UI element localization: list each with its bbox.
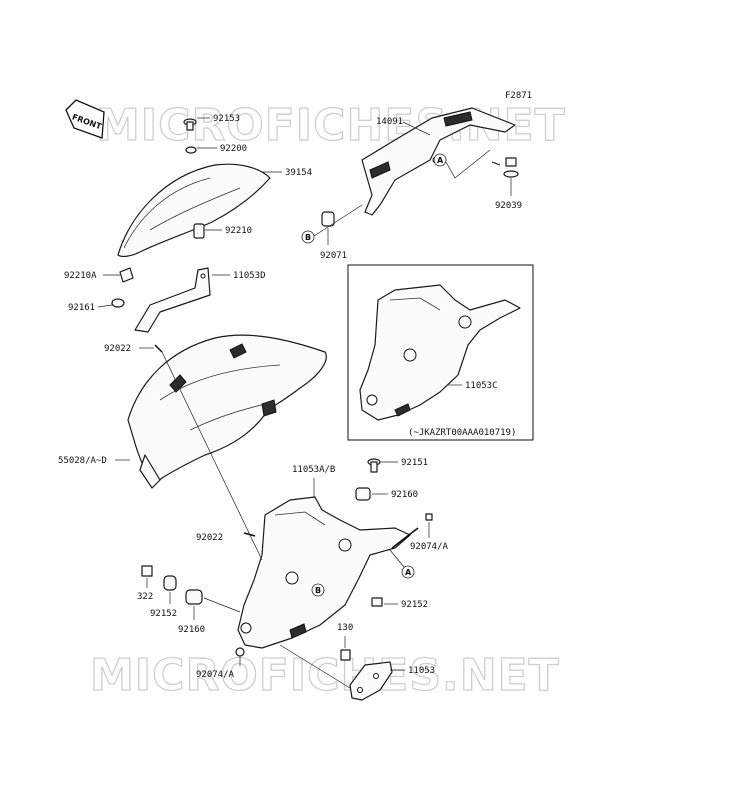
label-92152b: 92152 [401, 600, 428, 610]
watermark-bottom: MICROFICHES.NET [90, 650, 560, 701]
label-92200: 92200 [220, 144, 247, 154]
label-92074b: 92074/A [196, 670, 235, 680]
part-92160a-icon [355, 487, 371, 501]
part-11053-bracket-icon [349, 661, 393, 701]
part-39154-windshield-icon [117, 163, 271, 258]
label-11053d: 11053D [233, 271, 266, 281]
label-92160b: 92160 [178, 625, 205, 635]
callout-a-frame [401, 565, 415, 579]
svg-text:A: A [437, 156, 444, 165]
part-55028-cowl-icon [127, 334, 327, 489]
label-92039: 92039 [495, 201, 522, 211]
svg-text:A: A [405, 568, 412, 577]
label-92210: 92210 [225, 226, 252, 236]
label-92160a: 92160 [391, 490, 418, 500]
part-92152a-icon [163, 575, 177, 591]
callout-a-top [433, 153, 447, 167]
part-11053d-bracket-icon [134, 267, 211, 333]
svg-text:B: B [305, 233, 311, 242]
label-14091: 14091 [376, 117, 403, 127]
part-130-bolt-icon [340, 649, 351, 661]
figure-code: F2871 [505, 91, 532, 101]
label-92071: 92071 [320, 251, 347, 261]
label-92151: 92151 [401, 458, 428, 468]
label-92074a: 92074/A [410, 542, 449, 552]
callout-b-top [301, 230, 315, 244]
label-92022b: 92022 [196, 533, 223, 543]
part-14091-bracket-icon [361, 107, 516, 216]
part-92151-bolt-icon [367, 458, 381, 473]
callout-b-frame [311, 583, 325, 597]
label-92152a: 92152 [150, 609, 177, 619]
part-92210-icon [193, 223, 205, 239]
label-11053: 11053 [408, 666, 435, 676]
label-130: 130 [337, 623, 353, 633]
label-11053ab: 11053A/B [292, 465, 335, 475]
part-92210a-icon [119, 267, 134, 283]
front-arrow-icon: FRONT [65, 99, 105, 139]
part-92161-icon [111, 298, 125, 308]
label-92153: 92153 [213, 114, 240, 124]
label-92022a: 92022 [104, 344, 131, 354]
label-11053c: 11053C [465, 381, 498, 391]
part-92200-icon [185, 146, 197, 154]
part-322-nut-icon [141, 565, 153, 577]
label-92210a: 92210A [64, 271, 97, 281]
part-92153-icon [183, 118, 197, 131]
part-92039-bolt-icon [491, 157, 519, 178]
part-92022a-icon [154, 344, 163, 353]
part-11053c-frame-icon [359, 284, 521, 421]
svg-text:B: B [315, 586, 321, 595]
part-92074b-icon [235, 647, 245, 657]
inset-note: (~JKAZRT00AAA010719) [408, 428, 516, 438]
part-92160b-icon [185, 589, 203, 605]
part-92152b-icon [371, 597, 383, 607]
part-11053ab-frame-icon [237, 496, 411, 649]
label-322: 322 [137, 592, 153, 602]
label-55028: 55028/A~D [58, 456, 107, 466]
part-92074a-icon [391, 513, 433, 549]
label-92161: 92161 [68, 303, 95, 313]
label-39154: 39154 [285, 168, 312, 178]
part-92071-icon [321, 211, 335, 227]
inset-box [347, 264, 534, 441]
